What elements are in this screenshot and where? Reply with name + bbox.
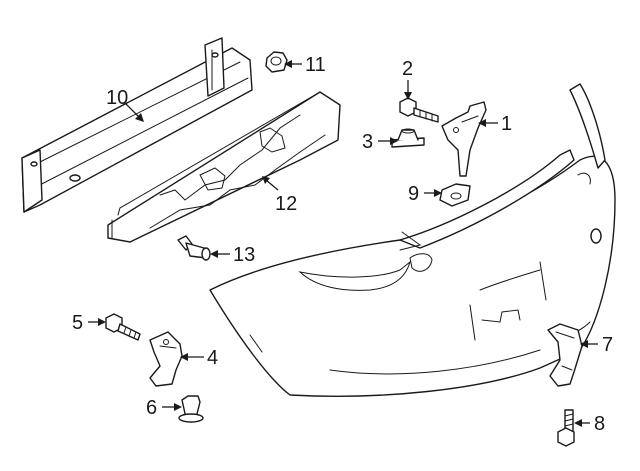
part-2-bolt[interactable]	[399, 97, 439, 123]
callout-10: 10	[106, 87, 128, 109]
callout-1: 1	[501, 113, 512, 135]
bumper-cover[interactable]	[209, 83, 616, 397]
part-1-bracket[interactable]	[441, 101, 487, 177]
callout-4: 4	[207, 347, 218, 369]
callout-7: 7	[602, 334, 613, 356]
callout-11: 11	[305, 54, 326, 76]
callout-2: 2	[402, 58, 413, 80]
part-4-bracket[interactable]	[149, 331, 183, 387]
part-11-nut[interactable]	[265, 51, 288, 73]
callout-9: 9	[408, 183, 419, 205]
callout-5: 5	[72, 312, 83, 334]
part-8-bolt[interactable]	[557, 409, 575, 447]
part-12-energy-absorber[interactable]	[107, 91, 341, 243]
part-3-grommet[interactable]	[391, 128, 425, 148]
part-9-clip[interactable]	[439, 183, 471, 207]
part-5-bolt[interactable]	[105, 313, 141, 341]
callout-labels: 1 2 3 4 5 6 7 8 9 10 11 12 13	[72, 54, 613, 435]
callout-12: 12	[275, 193, 297, 215]
callout-8: 8	[594, 413, 605, 435]
part-7-side-bracket[interactable]	[547, 323, 583, 387]
callout-leaders	[88, 60, 598, 427]
callout-3: 3	[362, 131, 373, 153]
part-6-push-pin[interactable]	[178, 395, 204, 423]
callout-6: 6	[146, 397, 157, 419]
callout-13: 13	[233, 244, 255, 266]
part-10-reinforcement-beam[interactable]	[21, 37, 253, 213]
part-13-push-clip[interactable]	[177, 235, 211, 261]
